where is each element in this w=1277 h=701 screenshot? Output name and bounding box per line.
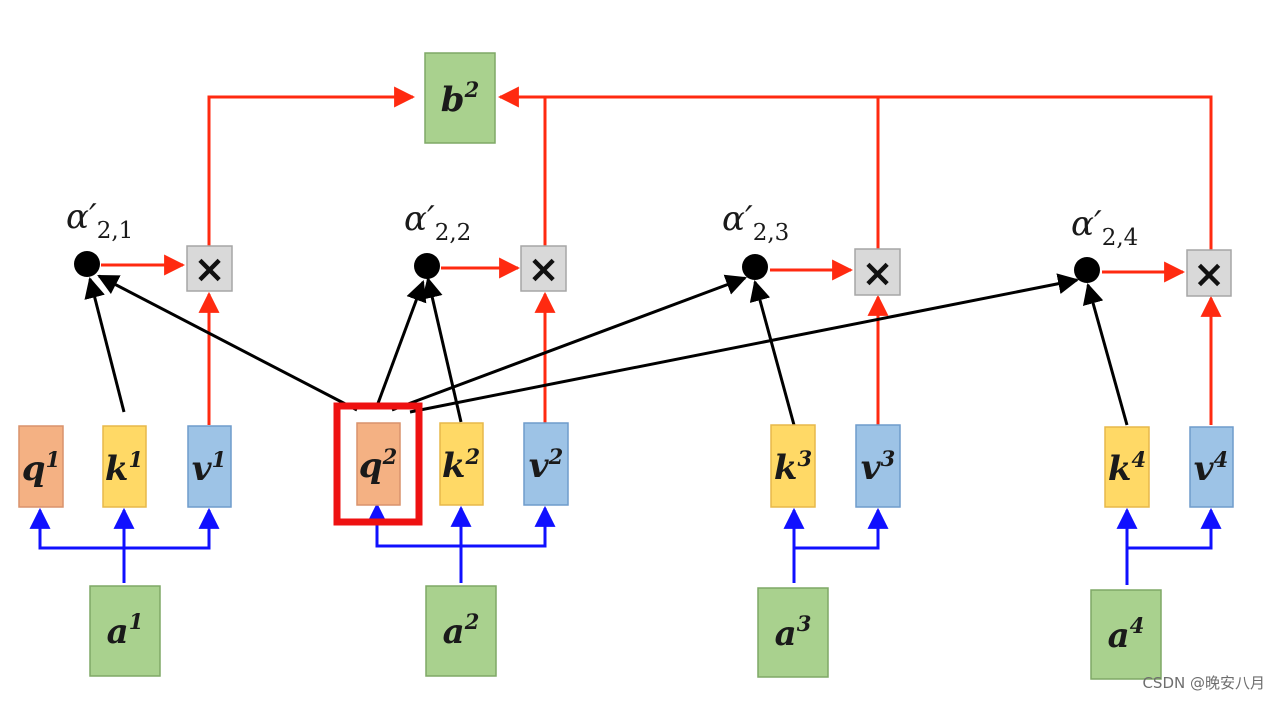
a2-box: a2	[425, 585, 497, 677]
alpha22-dot	[414, 253, 440, 279]
alpha21-label: α′2,1	[66, 197, 133, 244]
svg-text:q1: q1	[22, 447, 60, 489]
q2-to-alpha21-arrow	[97, 274, 358, 412]
multiply1-to-b2-arrow	[207, 86, 416, 246]
k2-to-alpha22-arrow	[422, 276, 463, 423]
svg-text:b2: b2	[441, 77, 479, 120]
svg-text:v3: v3	[861, 446, 895, 488]
svg-text:k1: k1	[105, 447, 143, 489]
a4-box: a4	[1090, 589, 1162, 680]
k3-to-alpha23-arrow	[749, 279, 796, 426]
v1-box: v1	[187, 425, 232, 508]
svg-text:v2: v2	[529, 444, 563, 486]
a4-to-v4-arrow	[1127, 507, 1222, 550]
svg-text:×: ×	[862, 251, 894, 295]
svg-text:k3: k3	[774, 446, 812, 488]
svg-text:a3: a3	[775, 611, 812, 654]
input-projection-arrows	[29, 502, 1222, 585]
svg-text:×: ×	[194, 247, 226, 291]
svg-text:×: ×	[1193, 252, 1225, 296]
a1-to-q1-arrow	[29, 507, 124, 550]
alpha23-label: α′2,3	[722, 199, 789, 246]
svg-text:q2: q2	[359, 444, 397, 486]
q1-box: q1	[18, 425, 64, 508]
multiply4-to-b2-arrow	[497, 86, 1213, 250]
weighted-sum-arrows	[101, 86, 1222, 425]
watermark: CSDN @晚安八月	[1142, 674, 1265, 692]
multiply3-box: ×	[854, 248, 901, 296]
multiply4-box: ×	[1186, 249, 1232, 297]
k3-box: k3	[770, 424, 816, 508]
alpha21-dot	[74, 251, 100, 277]
v2-box: v2	[523, 422, 569, 506]
v3-box: v3	[855, 424, 901, 508]
multiply2-box: ×	[520, 245, 567, 292]
k2-box: k2	[439, 422, 484, 506]
alpha23-dot	[742, 254, 768, 280]
a1-box: a1	[89, 585, 161, 677]
svg-text:v1: v1	[192, 447, 226, 489]
svg-text:k4: k4	[1108, 447, 1146, 489]
b2-box: b2	[424, 52, 496, 144]
alpha24-label: α′2,4	[1071, 204, 1138, 251]
a3-to-v3-arrow	[794, 507, 889, 550]
alpha22-label: α′2,2	[404, 199, 471, 246]
k1-to-alpha21-arrow	[84, 276, 126, 413]
svg-text:k2: k2	[442, 444, 480, 486]
alpha24-dot	[1074, 257, 1100, 283]
k1-box: k1	[102, 425, 147, 508]
svg-text:v4: v4	[1194, 447, 1228, 489]
q2-to-alpha23-arrow	[391, 274, 747, 412]
svg-text:a1: a1	[107, 609, 144, 652]
attention-score-arrows	[84, 273, 1129, 426]
a3-box: a3	[757, 587, 829, 678]
a2-to-v2-arrow	[461, 505, 556, 548]
svg-text:×: ×	[528, 247, 560, 291]
k4-to-alpha24-arrow	[1082, 282, 1129, 426]
q2-highlight-frame	[333, 402, 423, 526]
q2-to-alpha22-arrow	[375, 280, 427, 407]
a1-to-v1-arrow	[124, 507, 220, 550]
q2-to-alpha24-arrow	[409, 273, 1080, 414]
svg-text:a4: a4	[1108, 613, 1145, 656]
v4-box: v4	[1189, 426, 1234, 508]
k4-box: k4	[1104, 426, 1150, 508]
svg-text:a2: a2	[443, 609, 480, 652]
multiply1-box: ×	[186, 245, 233, 292]
q2-box: q2	[356, 422, 401, 506]
